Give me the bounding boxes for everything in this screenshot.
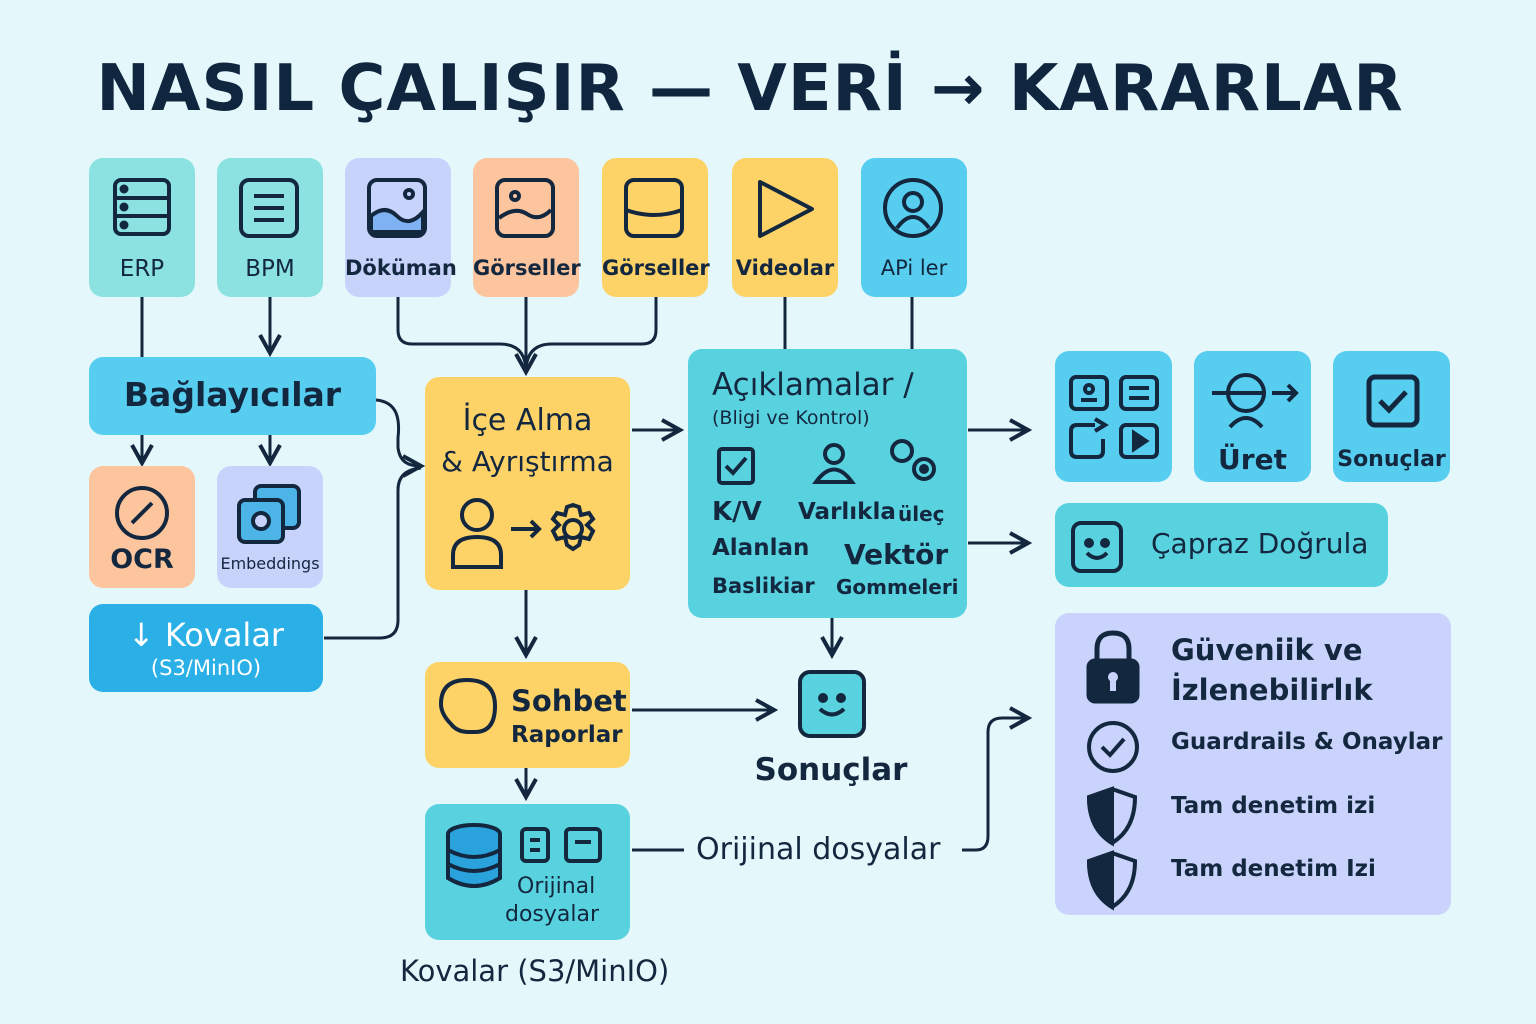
cross-verify-label: Çapraz Doğrula [1151, 527, 1369, 560]
ingest-parse-box[interactable]: İçe Alma & Ayrıştırma [425, 377, 630, 590]
play-icon [758, 180, 814, 238]
slash-circle-icon [115, 486, 169, 540]
page-title: NASIL ÇALIŞIR — VERİ → KARARLAR [96, 52, 1404, 126]
source-dokuman[interactable]: Döküman [345, 158, 457, 297]
security-item-audit-1: Tam denetim izi [1171, 793, 1376, 819]
source-label: Döküman [345, 256, 457, 280]
ingest-title-line1: İçe Alma [462, 403, 593, 438]
widgets-icon [1069, 375, 1159, 459]
ocr-label: OCR [110, 544, 174, 575]
output-cards-box[interactable] [1055, 351, 1172, 482]
cross-verify-box[interactable]: Çapraz Doğrula [1055, 503, 1388, 587]
vektor-label: Vektör [844, 538, 949, 571]
chat-bubble-icon [438, 677, 498, 734]
link-rings-icon [890, 439, 936, 481]
security-panel: Güveniik ve İzlenebilirlık Guardrails & … [1055, 613, 1451, 915]
source-label: Görseller [602, 256, 710, 280]
lock-icon [1086, 630, 1140, 704]
output-uret-box[interactable]: Üret [1194, 351, 1311, 482]
original-files-label: Orijinal dosyalar [696, 832, 941, 867]
shield-icon [1086, 850, 1138, 911]
security-title-line1: Güveniik ve [1171, 633, 1363, 667]
storage-inner-line2: dosyalar [505, 902, 600, 927]
output-sonuclar-box[interactable]: Sonuçlar [1333, 351, 1450, 482]
document-list-icon [239, 178, 299, 238]
source-label: Görseller [473, 256, 581, 280]
image-icon [367, 178, 427, 238]
connectors-label: Bağlayıcılar [123, 375, 342, 414]
annotations-box[interactable]: Açıklamalar / (Bligi ve Kontrol) K/V Ala… [688, 349, 967, 618]
layered-images-icon [237, 484, 301, 544]
user-circle-icon [883, 178, 943, 238]
annotations-title: Açıklamalar / [712, 367, 914, 403]
ulec-label: üleç [898, 502, 945, 526]
results-face-box [798, 670, 866, 738]
source-gorseller-2[interactable]: Görseller [602, 158, 710, 297]
source-label: BPM [245, 256, 295, 282]
security-item-audit-2: Tam denetim Izi [1171, 856, 1376, 882]
smiley-icon [818, 693, 846, 717]
embeddings-label: Embeddings [220, 554, 320, 573]
results-center-label: Sonuçlar [754, 752, 908, 788]
file-icon [520, 827, 550, 863]
embeddings-box[interactable]: Embeddings [217, 466, 323, 588]
database-icon [446, 823, 502, 888]
source-apiler[interactable]: APi ler [861, 158, 967, 297]
chat-reports-box[interactable]: Sohbet Raporlar [425, 662, 630, 768]
kovalar-title: ↓ Kovalar [127, 616, 285, 654]
varlik-label: Varlıkla [798, 499, 896, 525]
storage-inner-line1: Orijinal [517, 874, 596, 899]
kovalar-box[interactable]: ↓ Kovalar (S3/MinIO) [89, 604, 323, 692]
source-videolar[interactable]: Videolar [732, 158, 838, 297]
chat-line1: Sohbet [511, 684, 627, 718]
source-label: APi ler [880, 256, 948, 280]
person-icon [812, 443, 856, 484]
file-icon [564, 827, 602, 863]
gommeleri-label: Gommeleri [836, 575, 959, 599]
uret-label: Üret [1218, 443, 1287, 476]
checkbox-icon [717, 447, 755, 485]
security-item-guardrails: Guardrails & Onaylar [1171, 729, 1443, 755]
source-gorseller-1[interactable]: Görseller [473, 158, 581, 297]
security-title-line2: İzlenebilirlık [1171, 673, 1373, 707]
alanlan-label: Alanlan [712, 535, 810, 561]
sonuclar-label: Sonuçlar [1337, 447, 1446, 472]
source-bpm[interactable]: BPM [217, 158, 323, 297]
photo-icon [495, 178, 555, 238]
ingest-title-line2: & Ayrıştırma [441, 445, 614, 478]
check-circle-icon [1087, 721, 1139, 773]
source-erp[interactable]: ERP [89, 158, 195, 297]
kovalar-subtitle: (S3/MinIO) [150, 656, 262, 680]
server-icon [113, 178, 171, 236]
source-label: ERP [119, 256, 165, 282]
user-to-gear-icon [451, 498, 596, 569]
shield-icon [1086, 786, 1138, 847]
chat-line2: Raporlar [511, 722, 623, 748]
ocr-box[interactable]: OCR [89, 466, 195, 588]
storage-caption: Kovalar (S3/MinIO) [400, 954, 670, 988]
connectors-box[interactable]: Bağlayıcılar [89, 357, 376, 435]
smiley-icon [1071, 521, 1123, 573]
storage-box[interactable]: Orijinal dosyalar [425, 804, 630, 940]
person-arrow-icon [1212, 373, 1299, 429]
source-label: Videolar [735, 256, 835, 280]
check-square-icon [1366, 374, 1420, 428]
kv-label: K/V [712, 497, 762, 527]
gallery-icon [624, 178, 684, 238]
basliklar-label: Baslikiar [712, 574, 815, 598]
annotations-subtitle: (Bligi ve Kontrol) [712, 407, 870, 429]
